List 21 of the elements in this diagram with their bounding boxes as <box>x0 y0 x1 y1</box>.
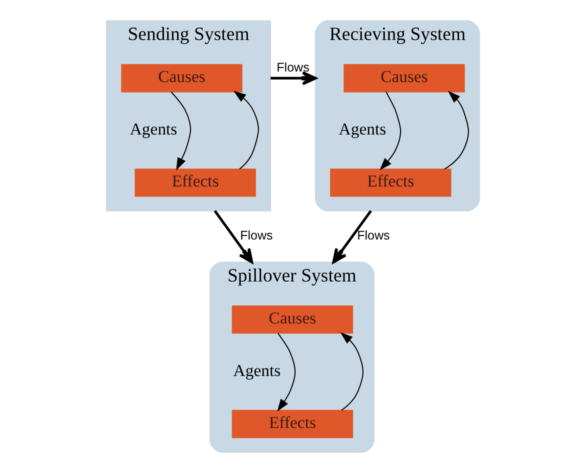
node-text: Agents <box>130 119 178 138</box>
arrow <box>277 333 296 412</box>
arrow <box>234 90 259 170</box>
node-box: Effects <box>232 410 354 438</box>
arrow <box>170 92 192 170</box>
arrow <box>270 71 317 86</box>
node-box: Causes <box>232 305 354 334</box>
node-box: Causes <box>344 64 465 92</box>
node-text: Agents <box>338 119 386 138</box>
arrow <box>340 332 364 411</box>
node-box: Causes <box>121 64 242 92</box>
arrow <box>214 210 254 264</box>
node-box: Effects <box>330 168 452 197</box>
arrow <box>332 210 372 264</box>
node-text: Agents <box>233 360 281 380</box>
edge-label: Flows <box>276 60 310 75</box>
edge-label: Flows <box>240 228 273 243</box>
edge-label: Flows <box>357 228 390 243</box>
arrow <box>380 92 402 170</box>
node-box: Effects <box>134 168 256 197</box>
arrow <box>444 90 469 170</box>
